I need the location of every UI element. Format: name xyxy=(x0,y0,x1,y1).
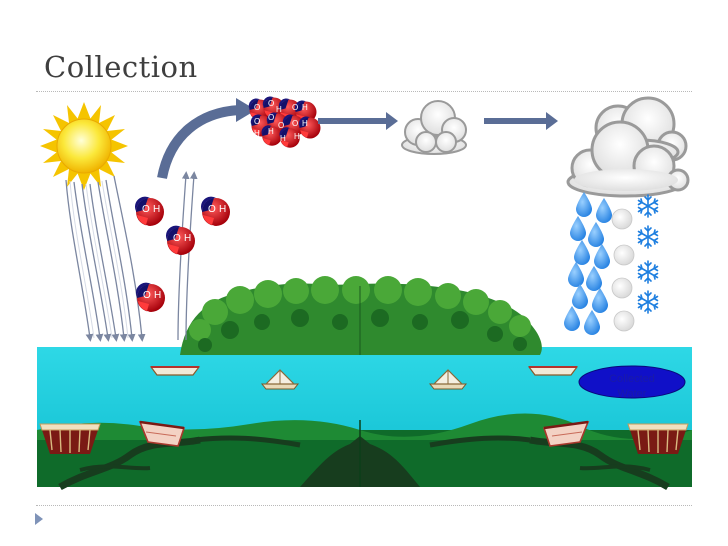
flow-arrow-2 xyxy=(484,112,558,130)
footer-divider xyxy=(36,505,692,506)
svg-text:O: O xyxy=(208,204,216,215)
snowflake-icon-1 xyxy=(637,194,659,218)
svg-text:O: O xyxy=(268,113,274,122)
grounded-boat-right xyxy=(627,423,689,455)
svg-text:H: H xyxy=(268,127,274,136)
svg-text:O: O xyxy=(268,99,274,108)
svg-text:H: H xyxy=(302,119,308,128)
svg-text:O: O xyxy=(143,290,151,301)
snowflake-icon-3 xyxy=(637,260,659,284)
land-ground xyxy=(37,413,692,491)
svg-text:O: O xyxy=(142,204,150,215)
small-cloud-icon xyxy=(401,100,467,155)
svg-text:H: H xyxy=(207,224,214,235)
svg-text:H: H xyxy=(142,310,149,321)
hail-stones xyxy=(611,208,635,332)
svg-text:O: O xyxy=(254,103,260,112)
svg-text:Collected: Collected xyxy=(609,373,655,385)
svg-text:H: H xyxy=(219,204,226,215)
snowflake-icon-4 xyxy=(637,290,659,314)
svg-text:H: H xyxy=(294,132,300,141)
grounded-boat-left xyxy=(39,423,101,455)
svg-text:O: O xyxy=(254,117,260,126)
collected-water-label: Collected Water xyxy=(578,365,686,400)
flow-arrow-1 xyxy=(318,112,398,130)
svg-text:H: H xyxy=(280,134,286,143)
water-molecule-4: O H H xyxy=(136,282,165,321)
svg-text:H: H xyxy=(184,233,191,244)
solar-rays xyxy=(65,175,146,342)
tree-island xyxy=(180,276,542,355)
rowboat-left xyxy=(150,366,200,376)
rowboat-right xyxy=(528,366,578,376)
title-divider xyxy=(36,91,692,92)
svg-text:H: H xyxy=(254,129,260,138)
svg-text:Water: Water xyxy=(618,388,647,400)
slide-title: Collection xyxy=(44,50,198,84)
water-molecule-1: O H H xyxy=(135,196,164,235)
evaporation-arrows xyxy=(177,171,198,341)
bullet-arrow-icon xyxy=(35,513,43,525)
water-molecule-2: O H H xyxy=(201,196,230,235)
svg-text:O: O xyxy=(173,233,181,244)
water-molecule-3: O H H xyxy=(166,225,195,264)
svg-text:O: O xyxy=(278,121,284,130)
molecule-cluster: O O H O H O O O O H H H H H xyxy=(248,96,321,148)
svg-text:H: H xyxy=(154,290,161,301)
svg-text:H: H xyxy=(302,103,308,112)
water-surface xyxy=(37,347,692,433)
svg-text:O: O xyxy=(292,103,298,112)
svg-text:H: H xyxy=(141,224,148,235)
storm-cloud-front-icon xyxy=(566,120,690,198)
svg-text:O: O xyxy=(292,119,298,128)
snowflake-icon-2 xyxy=(637,225,659,249)
rain-drops xyxy=(564,192,612,335)
svg-text:H: H xyxy=(276,105,282,114)
rise-curve-arrow xyxy=(157,105,241,180)
svg-text:H: H xyxy=(172,253,179,264)
svg-text:H: H xyxy=(153,204,160,215)
